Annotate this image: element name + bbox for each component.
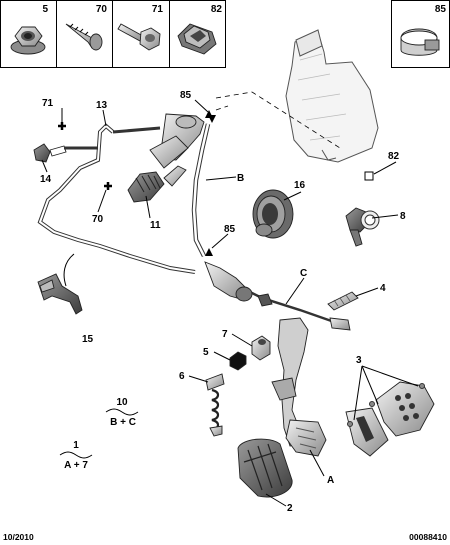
master-cylinder bbox=[149, 113, 205, 169]
footer-reference: 00088410 bbox=[409, 532, 447, 542]
screw-icon bbox=[65, 23, 103, 51]
nut-5 bbox=[229, 351, 247, 371]
box-label-5: 5 bbox=[42, 4, 48, 15]
footer-date: 10/2010 bbox=[3, 532, 34, 542]
clip-icon bbox=[177, 23, 217, 55]
fluid-reservoir bbox=[285, 29, 379, 163]
assembly-number-1: 1 bbox=[73, 440, 79, 451]
assembly-number-10: 10 bbox=[116, 397, 128, 408]
callout-3: 3 bbox=[356, 355, 362, 366]
callout-85-top: 85 bbox=[180, 90, 192, 101]
correspondence-line bbox=[215, 91, 341, 149]
connection-arrows bbox=[205, 110, 374, 256]
pedal-pad-2 bbox=[237, 438, 293, 498]
pedal-pads-3 bbox=[345, 381, 435, 457]
slave-cylinder-11 bbox=[127, 165, 187, 203]
bolt-icon bbox=[117, 23, 161, 51]
leader-lines bbox=[41, 99, 419, 507]
assembly-contents-10: B + C bbox=[110, 417, 136, 428]
callout-2: 2 bbox=[287, 503, 293, 514]
hose-clip-icon bbox=[400, 28, 440, 56]
box-label-82: 82 bbox=[211, 4, 223, 15]
callout-15: 15 bbox=[82, 334, 94, 345]
callout-13: 13 bbox=[96, 100, 108, 111]
bush-7 bbox=[251, 335, 271, 361]
pin-4 bbox=[327, 291, 359, 311]
fastener-markers bbox=[58, 122, 112, 190]
callout-b: B bbox=[237, 173, 244, 184]
box-label-71: 71 bbox=[152, 4, 164, 15]
callout-8: 8 bbox=[400, 211, 406, 222]
parts-header: 5 70 71 82 85 bbox=[0, 0, 450, 68]
callout-14: 14 bbox=[40, 174, 52, 185]
pipe-connector-14 bbox=[33, 143, 98, 163]
clutch-cable-c bbox=[204, 261, 351, 331]
grommet-16 bbox=[252, 189, 294, 239]
assembly-contents-1: A + 7 bbox=[64, 460, 88, 471]
callout-85-middle: 85 bbox=[224, 224, 236, 235]
callout-a: A bbox=[327, 475, 334, 486]
callout-71: 71 bbox=[42, 98, 54, 109]
clutch-switch-8 bbox=[345, 207, 380, 247]
callouts: 71 13 85 14 70 11 B 16 85 82 8 C 4 15 7 … bbox=[40, 90, 406, 514]
hose-b bbox=[191, 123, 211, 258]
box-label-85: 85 bbox=[435, 4, 447, 15]
clutch-pipe-13 bbox=[37, 123, 196, 274]
callout-82: 82 bbox=[388, 151, 400, 162]
clutch-pedal-a bbox=[271, 317, 327, 457]
bracket-15 bbox=[37, 273, 83, 315]
box-label-70: 70 bbox=[96, 4, 108, 15]
assembly-10: 10 B + C bbox=[105, 397, 139, 428]
callout-4: 4 bbox=[380, 283, 386, 294]
return-spring-6 bbox=[205, 373, 225, 437]
assembly-1: 1 A + 7 bbox=[59, 440, 93, 471]
callout-70: 70 bbox=[92, 214, 104, 225]
callout-7: 7 bbox=[222, 329, 228, 340]
callout-c: C bbox=[300, 268, 307, 279]
callout-11: 11 bbox=[150, 220, 161, 231]
callout-16: 16 bbox=[294, 180, 306, 191]
callout-6: 6 bbox=[179, 371, 185, 382]
callout-5: 5 bbox=[203, 347, 209, 358]
flange-nut-icon bbox=[10, 26, 46, 55]
